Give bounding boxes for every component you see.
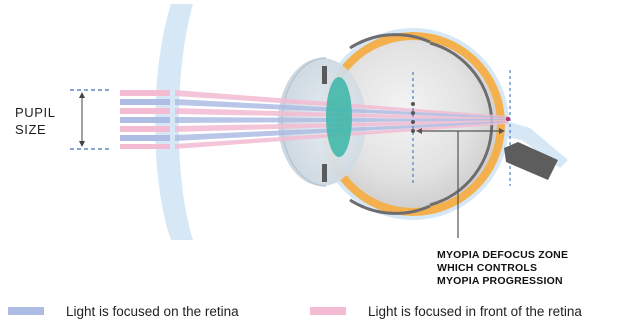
legend-label: Light is focused in front of the retina bbox=[368, 304, 582, 319]
zone-label-line-3: MYOPIA PROGRESSION bbox=[437, 275, 568, 288]
iris-top bbox=[322, 66, 327, 84]
legend-swatch-pink bbox=[310, 307, 346, 315]
pupil-label-line-1: PUPIL bbox=[15, 104, 56, 121]
legend-item-focused-on-retina: Light is focused on the retina bbox=[8, 302, 239, 320]
iris-bottom bbox=[322, 164, 327, 182]
crystalline-lens bbox=[326, 77, 352, 157]
zone-label-line-1: MYOPIA DEFOCUS ZONE bbox=[437, 249, 568, 262]
legend-label: Light is focused on the retina bbox=[66, 304, 239, 319]
myopia-defocus-zone-label: MYOPIA DEFOCUS ZONE WHICH CONTROLS MYOPI… bbox=[437, 249, 568, 288]
pupil-size-label: PUPIL SIZE bbox=[15, 104, 56, 138]
legend-swatch-blue bbox=[8, 307, 44, 315]
pupil-label-line-2: SIZE bbox=[15, 121, 56, 138]
retina-focus-point bbox=[506, 117, 510, 121]
legend-item-focused-in-front: Light is focused in front of the retina bbox=[310, 302, 582, 320]
zone-label-line-2: WHICH CONTROLS bbox=[437, 262, 568, 275]
